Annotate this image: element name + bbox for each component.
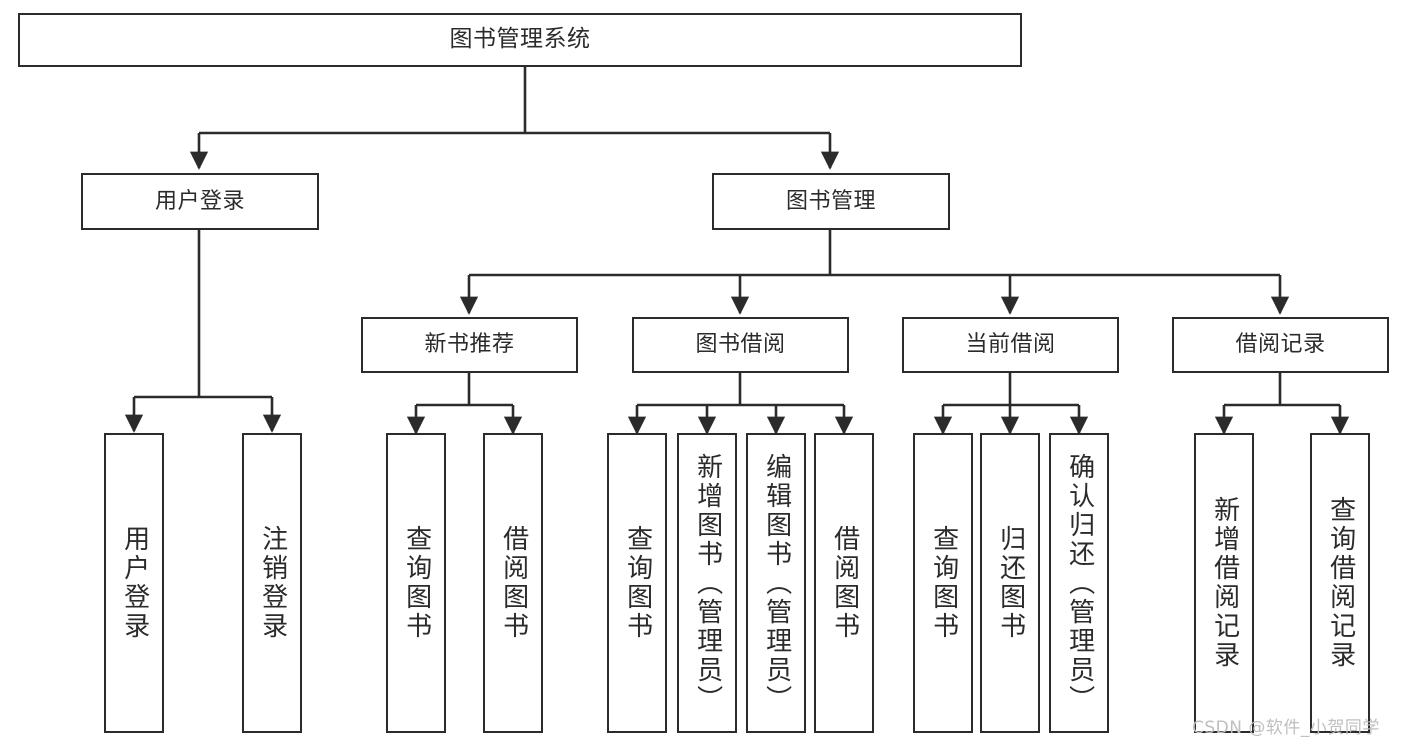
node-label: 图书借阅 — [695, 332, 786, 358]
leaf-current-borrow-return-book[interactable]: 归还图书 — [980, 433, 1040, 733]
leaf-user-login-login[interactable]: 用户登录 — [104, 433, 164, 733]
leaf-book-borrow-add-book[interactable]: 新增图书（管理员） — [677, 433, 737, 733]
node-label: 编辑图书（管理员） — [761, 452, 792, 714]
leaf-borrow-record-query-record[interactable]: 查询借阅记录 — [1310, 433, 1370, 733]
node-label: 新增借阅记录 — [1209, 496, 1240, 670]
leaf-book-borrow-query-book[interactable]: 查询图书 — [607, 433, 667, 733]
leaf-new-book-borrow-book[interactable]: 借阅图书 — [483, 433, 543, 733]
node-borrow-record[interactable]: 借阅记录 — [1172, 317, 1389, 373]
node-label: 新增图书（管理员） — [692, 452, 723, 714]
leaf-borrow-record-add-record[interactable]: 新增借阅记录 — [1194, 433, 1254, 733]
node-label: 当前借阅 — [965, 332, 1056, 358]
node-label: 借阅记录 — [1235, 332, 1326, 358]
leaf-book-borrow-borrow-book[interactable]: 借阅图书 — [814, 433, 874, 733]
leaf-user-login-logout[interactable]: 注销登录 — [242, 433, 302, 733]
node-label: 用户登录 — [119, 525, 150, 641]
node-label: 查询图书 — [622, 525, 653, 641]
node-new-book-recommend[interactable]: 新书推荐 — [361, 317, 578, 373]
node-user-login[interactable]: 用户登录 — [81, 173, 319, 230]
node-label: 图书管理系统 — [449, 26, 591, 53]
node-label: 用户登录 — [154, 188, 245, 214]
node-label: 新书推荐 — [424, 332, 515, 358]
watermark-csdn: CSDN @软件_小贺同学 — [1192, 718, 1380, 738]
node-book-management[interactable]: 图书管理 — [712, 173, 950, 230]
node-label: 图书管理 — [785, 188, 876, 214]
node-label: 注销登录 — [257, 525, 288, 641]
leaf-current-borrow-confirm-return[interactable]: 确认归还（管理员） — [1049, 433, 1109, 733]
node-label: 查询借阅记录 — [1325, 496, 1356, 670]
leaf-book-borrow-edit-book[interactable]: 编辑图书（管理员） — [746, 433, 806, 733]
leaf-current-borrow-query-book[interactable]: 查询图书 — [913, 433, 973, 733]
node-current-borrow[interactable]: 当前借阅 — [902, 317, 1119, 373]
node-label: 查询图书 — [401, 525, 432, 641]
leaf-new-book-query-book[interactable]: 查询图书 — [386, 433, 446, 733]
node-label: 借阅图书 — [829, 525, 860, 641]
node-label: 归还图书 — [995, 525, 1026, 641]
node-root-book-management-system[interactable]: 图书管理系统 — [18, 13, 1022, 67]
node-label: 借阅图书 — [498, 525, 529, 641]
node-book-borrow[interactable]: 图书借阅 — [632, 317, 849, 373]
node-label: 确认归还（管理员） — [1064, 452, 1095, 714]
node-label: 查询图书 — [928, 525, 959, 641]
